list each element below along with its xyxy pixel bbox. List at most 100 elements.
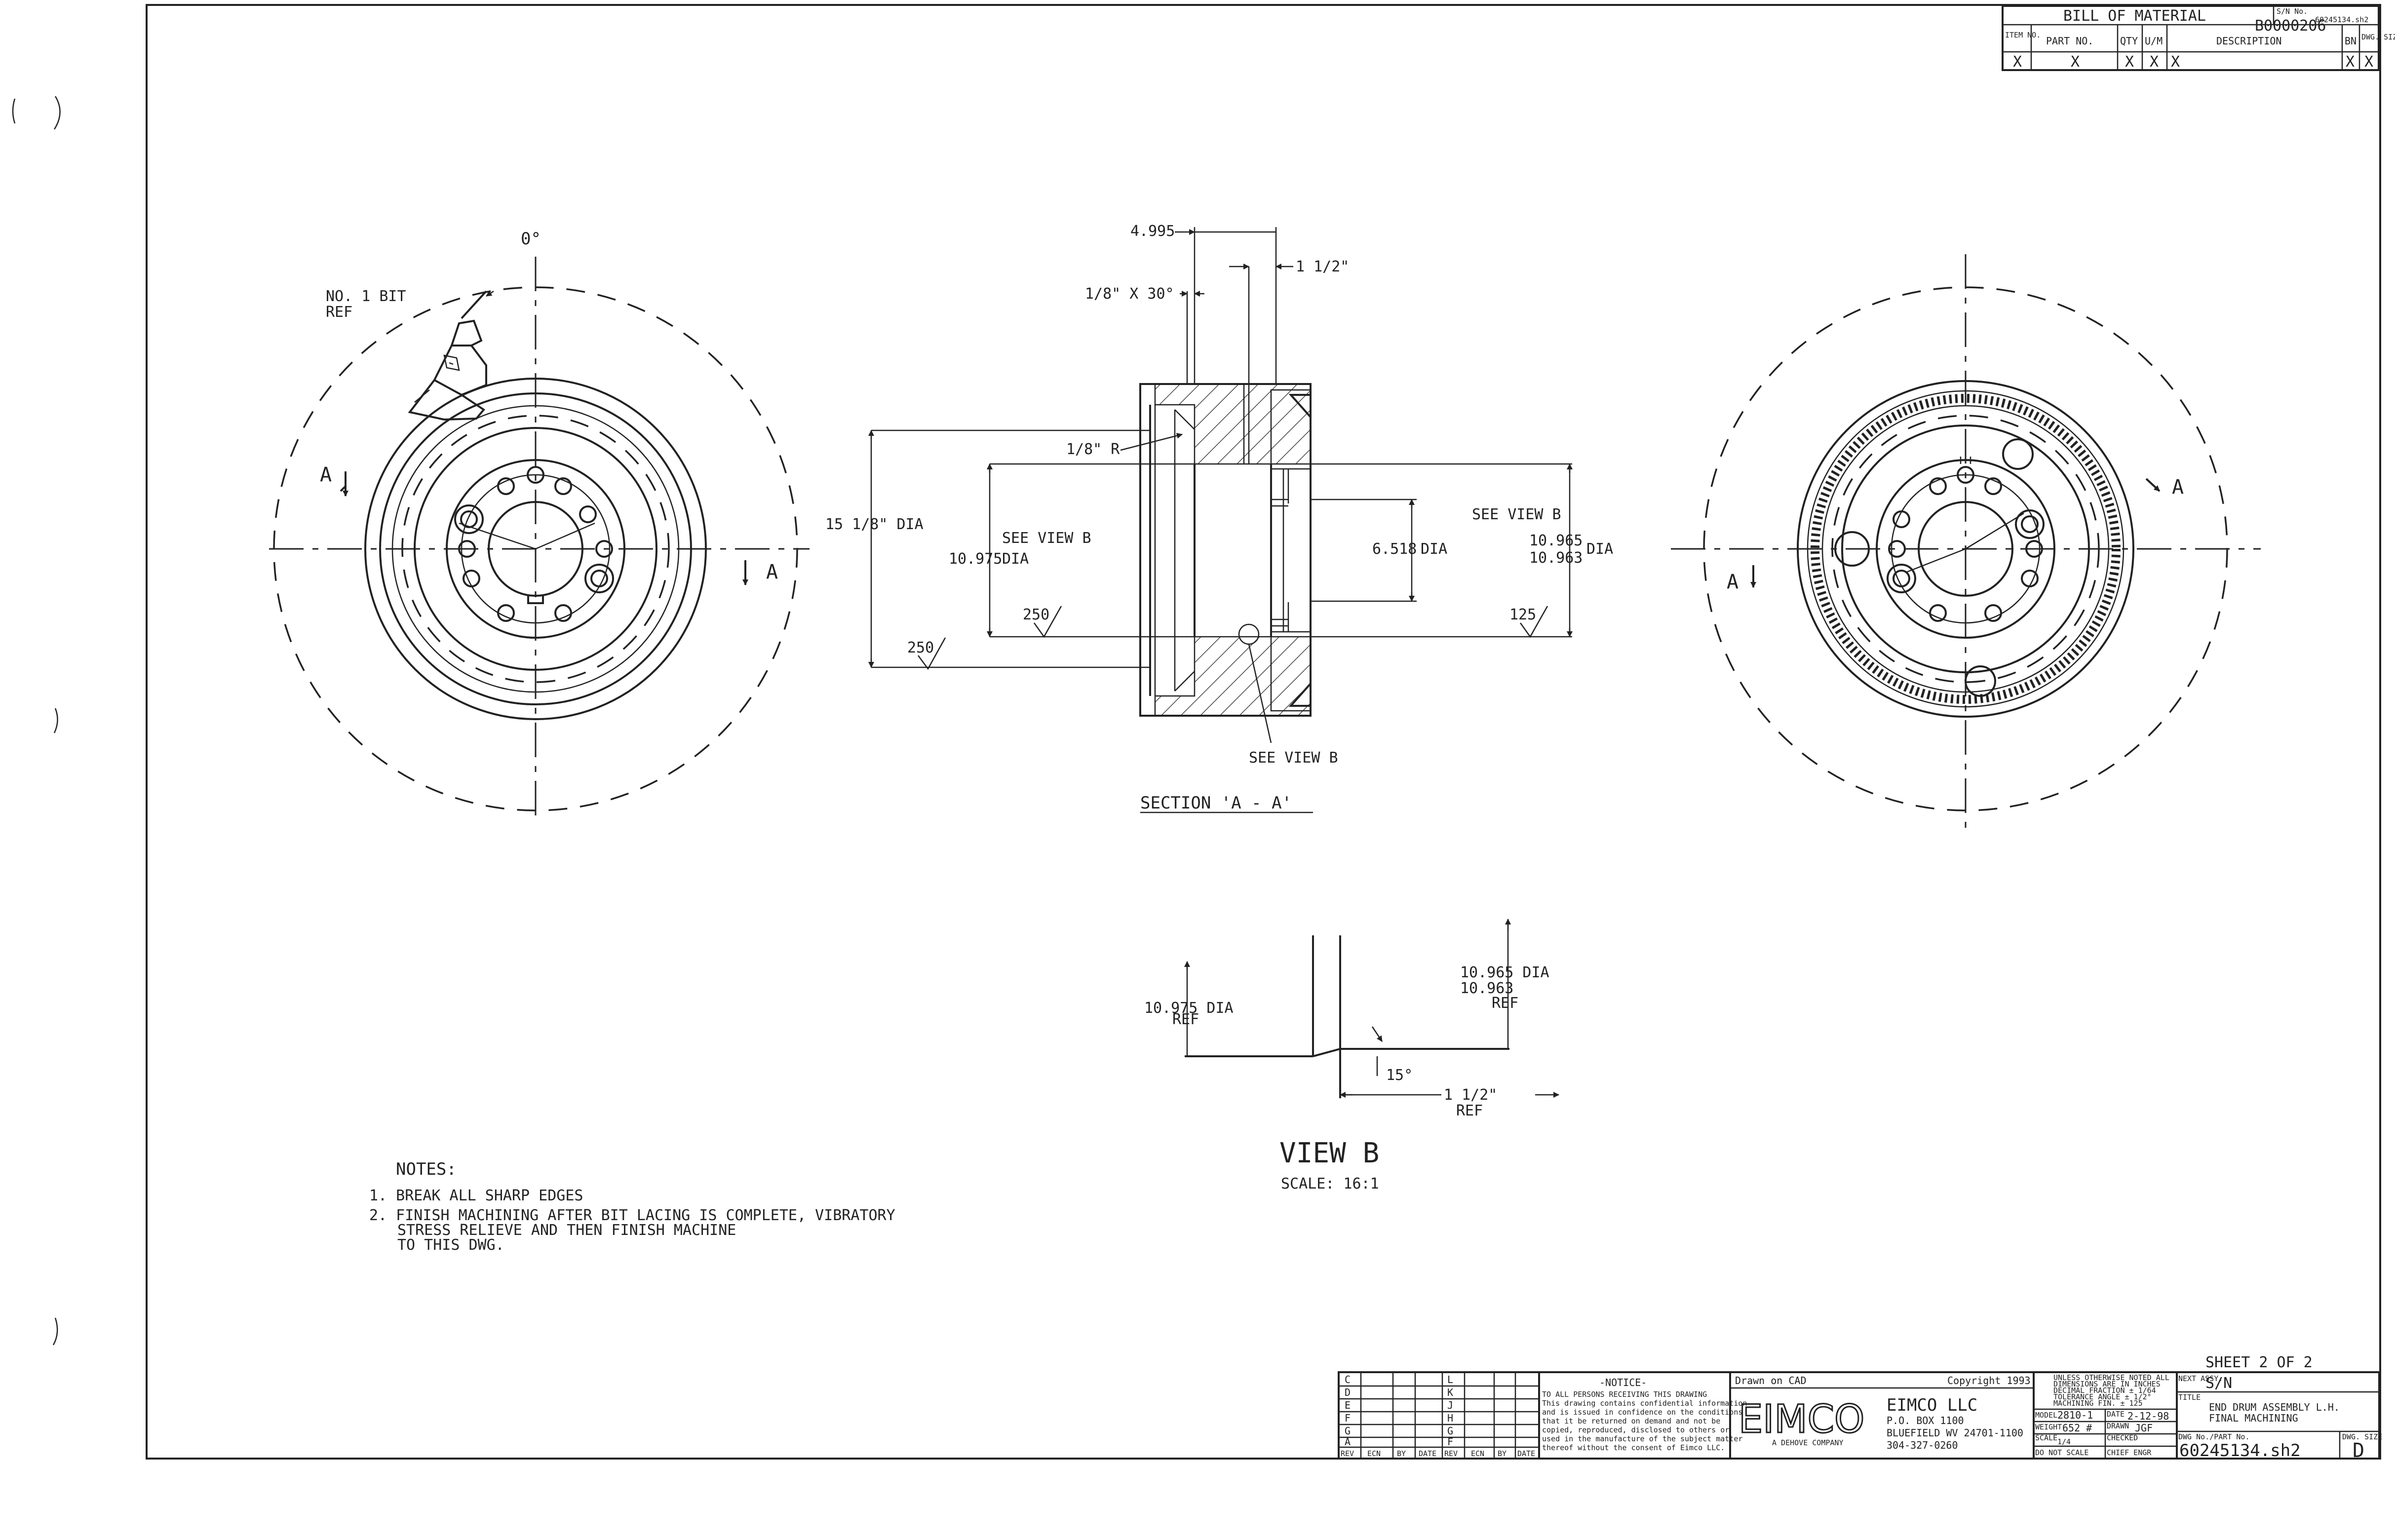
tol-line-2: DIMENSIONS ARE IN INCHES [2053,1380,2161,1388]
eimco-logo: EIMCO [1738,1397,1864,1442]
rev-col-ecn-1: ECN [1367,1449,1381,1458]
weight-label: WEIGHT [2035,1423,2062,1431]
angle-zero-label: 0° [521,229,541,249]
bom-cell-um: X [2150,53,2159,71]
rev-col-rev-2: REV [1444,1449,1458,1458]
date-value: 2-12-98 [2127,1410,2169,1422]
rev-left-c: C [1345,1374,1351,1386]
model-label: MODEL [2035,1411,2057,1420]
weight-value: 652 # [2062,1422,2092,1434]
rev-left-e: E [1345,1399,1351,1411]
company-name: EIMCO LLC [1887,1395,1977,1415]
note-2: 2. FINISH MACHINING AFTER BIT LACING IS … [369,1207,895,1224]
company-address-2: BLUEFIELD WV 24701-1100 [1887,1427,2023,1439]
title-label: TITLE [2178,1393,2201,1402]
section-marker-a-left-top: A [320,463,332,486]
drawing-title-line1: END DRUM ASSEMBLY L.H. [2209,1401,2340,1413]
view-b-dim-left-ref: REF [1172,1011,1199,1028]
drawn-label: DRAWN [2107,1422,2129,1430]
see-view-b-left: SEE VIEW B [1002,530,1091,547]
left-end-view: 0° NO. 1 BIT REF A A [269,229,810,822]
finish-250-inner: 250 [1023,606,1049,623]
note-2-line3: TO THIS DWG. [397,1236,504,1254]
weld-bead-ring [1811,394,2121,704]
notice-line-5: copied, reproduced, disclosed to others … [1542,1425,1729,1434]
rev-left-d: D [1345,1386,1351,1398]
bom-cell-size: X [2364,53,2373,71]
view-b-dim-right-ref: REF [1492,995,1518,1012]
drawn-value: JGF [2135,1422,2153,1434]
tol-line-5: MACHINING FIN. ± 125 [2053,1399,2143,1408]
revision-table: C D E F G A L K J H G F REV ECN BY DATE … [1339,1372,1540,1459]
section-a-a: 4.995 1 1/2" 1/8" X 30° 1/8" R 15 1/8" D… [825,223,1613,813]
dim-chamfer: 1/8" X 30° [1085,285,1174,303]
section-title: SECTION 'A - A' [1140,793,1292,813]
eimco-logo-sub: A DEHOVE COMPANY [1772,1438,1844,1447]
rev-col-date-2: DATE [1517,1449,1535,1458]
finish-125: 125 [1509,606,1536,623]
tol-line-3: DECIMAL FRACTION ± 1/64 [2053,1386,2156,1395]
notice-line-4: that it be returned on demand and not be [1542,1417,1720,1425]
bill-of-material: BILL OF MATERIAL S/N No. 60245134.sh2 B0… [2002,5,2395,71]
notice-line-7: thereof without the consent of Eimco LLC… [1542,1443,1725,1452]
company-phone: 304-327-0260 [1887,1439,1958,1451]
rev-left-a: A [1345,1436,1351,1448]
section-marker-a-right-bottom: A [1727,571,1738,593]
bit-ref-label-line1: NO. 1 BIT [326,288,406,305]
rev-right-j: J [1447,1399,1453,1411]
view-b-scale: SCALE: 16:1 [1281,1175,1379,1193]
scale-value: 1/4 [2057,1437,2071,1446]
model-value: 2810-1 [2057,1409,2093,1421]
notice-panel: -NOTICE- TO ALL PERSONS RECEIVING THIS D… [1542,1372,1747,1459]
notice-line-2: This drawing contains confidential infor… [1542,1399,1747,1408]
bit-holder-icon [408,290,487,421]
notice-title: -NOTICE- [1599,1377,1647,1388]
notice-line-3: and is issued in confidence on the condi… [1542,1408,1742,1417]
bom-col-part: PART NO. [2046,35,2093,47]
dwg-no-value: 60245134.sh2 [2179,1441,2301,1461]
chief-engr-label: CHIEF ENGR [2107,1448,2152,1457]
view-b-detail: 10.975 DIA REF 10.965 DIA 10.963 REF 15°… [1144,919,1559,1193]
bit-ref-label-line2: REF [326,304,352,321]
section-marker-a-left-right: A [766,561,778,583]
drawing-title-line2: FINAL MACHINING [2209,1412,2298,1424]
do-not-scale: DO NOT SCALE [2035,1448,2088,1457]
rev-left-f: F [1345,1412,1351,1424]
rev-col-by-1: BY [1397,1449,1406,1458]
bom-cell-qty: X [2125,53,2134,71]
view-b-dim-bottom-ref: REF [1456,1102,1483,1119]
bom-col-size: DWG. SIZE [2361,33,2395,41]
dim-15-1-8-dia: 15 1/8" DIA [825,516,924,533]
drawing-border [146,4,2381,1460]
bom-col-bn: BN [2345,35,2356,47]
dim-6518-dia: DIA [1421,540,1447,558]
scan-margin-marks [12,96,61,1346]
date-label: DATE [2107,1410,2125,1419]
dim-radius: 1/8" R [1066,441,1120,458]
rev-right-g: G [1447,1425,1453,1437]
checked-label: CHECKED [2107,1433,2138,1442]
view-b-dim-right-2: 10.963 [1460,980,1513,997]
rev-right-l: L [1447,1374,1453,1386]
bolt-holes-right [1834,438,2045,697]
dwg-size-label: DWG. SIZE [2342,1432,2382,1441]
finish-250-outer: 250 [907,639,934,656]
tol-line-4: TOLERANCE ANGLE ± 1/2° [2053,1392,2152,1401]
rev-right-h: H [1447,1412,1453,1424]
dim-10965: 10.965 [1529,532,1583,549]
bom-cell-desc: X [2171,53,2180,71]
bolt-holes-left [454,466,614,622]
company-panel: Drawn on CAD Copyright 1993 EIMCO A DEHO… [1730,1372,2035,1459]
dim-1-1-2-top: 1 1/2" [1296,258,1349,275]
tolerance-panel: UNLESS OTHERWISE NOTED ALL DIMENSIONS AR… [2034,1372,2178,1459]
title-panel: NEXT ASSY. S/N TITLE END DRUM ASSEMBLY L… [2177,1374,2382,1462]
bom-cell-part: X [2071,53,2080,71]
bom-cell-bn: X [2346,53,2355,71]
see-view-b-right: SEE VIEW B [1472,506,1561,523]
rev-right-f: F [1447,1436,1453,1448]
title-block: SHEET 2 OF 2 C D E F G A L K J [1338,1354,2382,1462]
dim-10975-dia: DIA [1002,550,1029,568]
notice-line-1: TO ALL PERSONS RECEIVING THIS DRAWING [1542,1390,1707,1399]
view-b-dim-left: 10.975 DIA [1144,1000,1234,1017]
